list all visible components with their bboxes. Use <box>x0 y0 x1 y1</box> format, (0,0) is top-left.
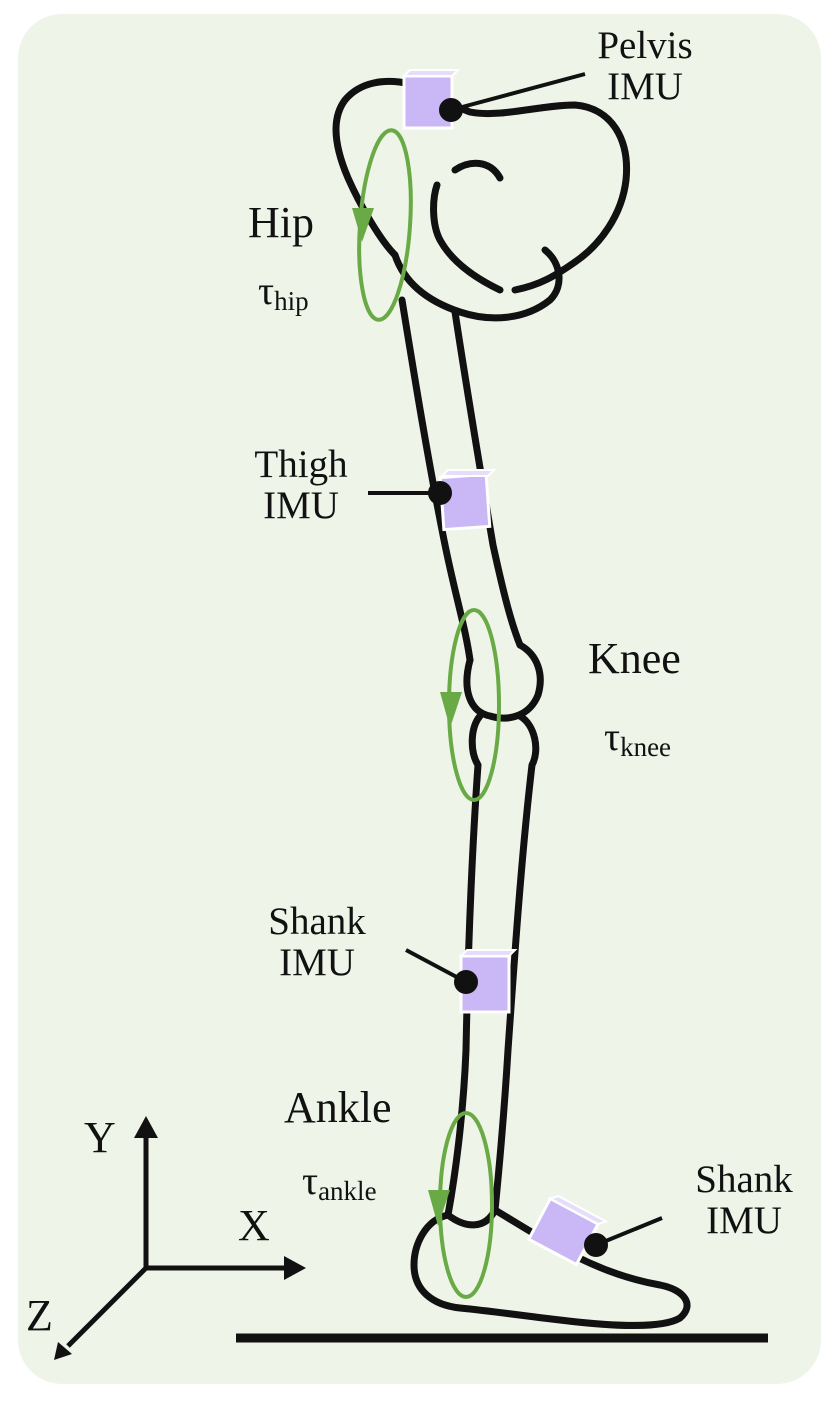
knee-torque-label: τknee <box>604 714 724 762</box>
ankle-rotation-arrow <box>428 1111 494 1299</box>
thigh-imu-label: Thigh IMU <box>236 443 366 527</box>
shank-imu-label-line1: Shank <box>268 900 366 943</box>
tibia-bone <box>444 712 540 1219</box>
knee-name: Knee <box>588 634 681 683</box>
hip-name: Hip <box>248 198 314 247</box>
foot-imu-label-line1: Shank <box>695 1158 793 1201</box>
hip-torque: τhip <box>258 268 309 316</box>
ankle-torque-label: τankle <box>302 1158 432 1206</box>
foot-imu-label-line2: IMU <box>706 1198 782 1242</box>
ankle-name: Ankle <box>284 1083 392 1132</box>
coordinate-axes <box>54 1116 306 1360</box>
shank-imu-label-line2: IMU <box>279 940 355 984</box>
knee-torque: τknee <box>604 714 672 762</box>
sensor-leaders <box>368 72 663 1257</box>
thigh-imu-label-line1: Thigh <box>254 443 348 486</box>
knee-label: Knee <box>588 634 728 683</box>
hip-torque-label: τhip <box>258 268 358 316</box>
knee-rotation-arrow <box>440 608 501 802</box>
axis-y-label: Y <box>84 1113 116 1162</box>
thigh-imu-label-line2: IMU <box>263 483 339 527</box>
ankle-torque: τankle <box>302 1158 377 1206</box>
foot-imu-icon <box>526 1195 609 1267</box>
pelvis-imu-label-line2: IMU <box>607 64 683 108</box>
axis-x-label: X <box>238 1201 270 1250</box>
ankle-label: Ankle <box>284 1083 434 1132</box>
shank-imu-label: Shank IMU <box>252 900 382 984</box>
hip-rotation-arrow <box>352 128 413 322</box>
pelvis-imu-label: Pelvis IMU <box>585 24 705 108</box>
foot-imu-label: Shank IMU <box>676 1158 812 1242</box>
pelvis-bone <box>332 77 631 294</box>
diagram-panel <box>18 14 821 1384</box>
axis-z-label: Z <box>26 1291 53 1340</box>
pelvis-imu-label-line1: Pelvis <box>597 24 693 67</box>
hip-label: Hip <box>248 198 348 247</box>
